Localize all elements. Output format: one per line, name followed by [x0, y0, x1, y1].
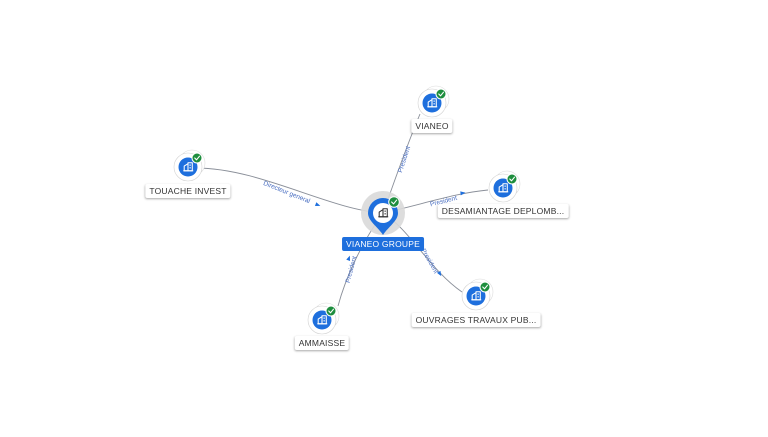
check-icon — [325, 305, 337, 317]
edge-arrow-icon — [346, 255, 351, 262]
check-icon — [506, 173, 518, 185]
node-label-center[interactable]: VIANEO GROUPE — [342, 237, 424, 251]
edge-arrow-icon — [460, 191, 466, 196]
node-label-ouvrages[interactable]: OUVRAGES TRAVAUX PUB... — [411, 313, 541, 327]
check-icon — [191, 152, 203, 164]
building-icon — [427, 98, 438, 108]
building-icon — [498, 183, 509, 193]
check-icon — [388, 196, 400, 208]
node-label-desamiantage[interactable]: DESAMIANTAGE DEPLOMB... — [437, 204, 569, 218]
node-label-ammaisse[interactable]: AMMAISSE — [294, 336, 350, 350]
node-ammaisse[interactable] — [307, 302, 340, 335]
node-touache[interactable] — [173, 149, 206, 182]
building-icon — [378, 208, 389, 218]
building-icon — [471, 291, 482, 301]
node-label-vianeo[interactable]: VIANEO — [411, 119, 453, 133]
edge-label: President — [397, 145, 412, 173]
node-desamiantage[interactable] — [488, 170, 521, 203]
building-icon — [183, 162, 194, 172]
check-icon — [479, 281, 491, 293]
node-ouvrages[interactable] — [461, 278, 494, 311]
check-icon — [435, 88, 447, 100]
edge-label: President — [419, 248, 439, 275]
building-icon — [317, 315, 328, 325]
edge-arrow-icon — [437, 270, 442, 277]
node-center[interactable] — [361, 191, 405, 235]
edge-arrow-icon — [314, 202, 321, 207]
node-label-touache[interactable]: TOUACHE INVEST — [145, 184, 231, 198]
node-vianeo[interactable] — [417, 85, 450, 118]
